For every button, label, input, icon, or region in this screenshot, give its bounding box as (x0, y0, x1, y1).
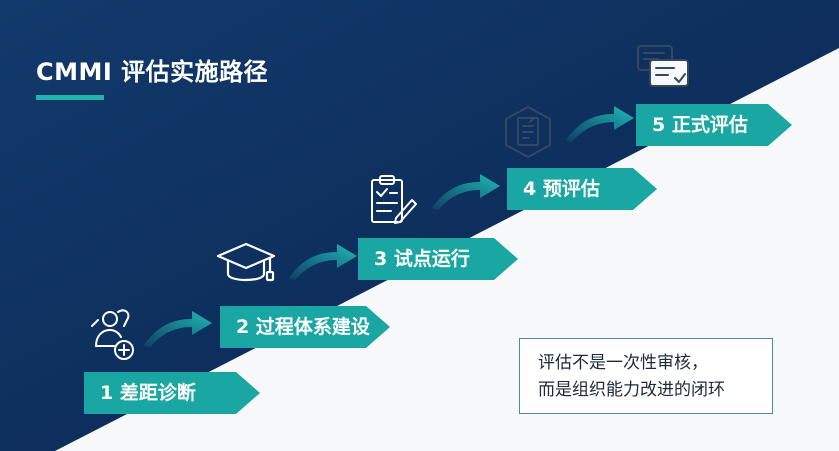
step-4-label: 4 预评估 (507, 168, 657, 210)
note-box: 评估不是一次性审核， 而是组织能力改进的闭环 (519, 338, 773, 414)
document-hexagon-icon (505, 106, 551, 158)
connector-arrow-4 (566, 106, 634, 142)
step-1-label: 1 差距诊断 (84, 372, 260, 414)
note-line-1: 评估不是一次性审核， (538, 353, 708, 373)
connector-arrow-3 (432, 174, 500, 210)
step-3-label: 3 试点运行 (358, 238, 518, 280)
graduation-cap-icon (216, 242, 276, 282)
connector-arrow-1 (144, 311, 212, 347)
certificate-cards-icon (637, 45, 689, 87)
diagnosis-icon (91, 309, 134, 360)
step-5-label: 5 正式评估 (636, 104, 792, 146)
clipboard-pen-icon (371, 175, 417, 224)
note-line-2: 而是组织能力改进的闭环 (538, 380, 725, 400)
title-underline (36, 95, 104, 100)
step-2-label: 2 过程体系建设 (220, 306, 390, 348)
page-title: CMMI 评估实施路径 (36, 58, 269, 86)
connector-arrow-2 (289, 244, 357, 280)
